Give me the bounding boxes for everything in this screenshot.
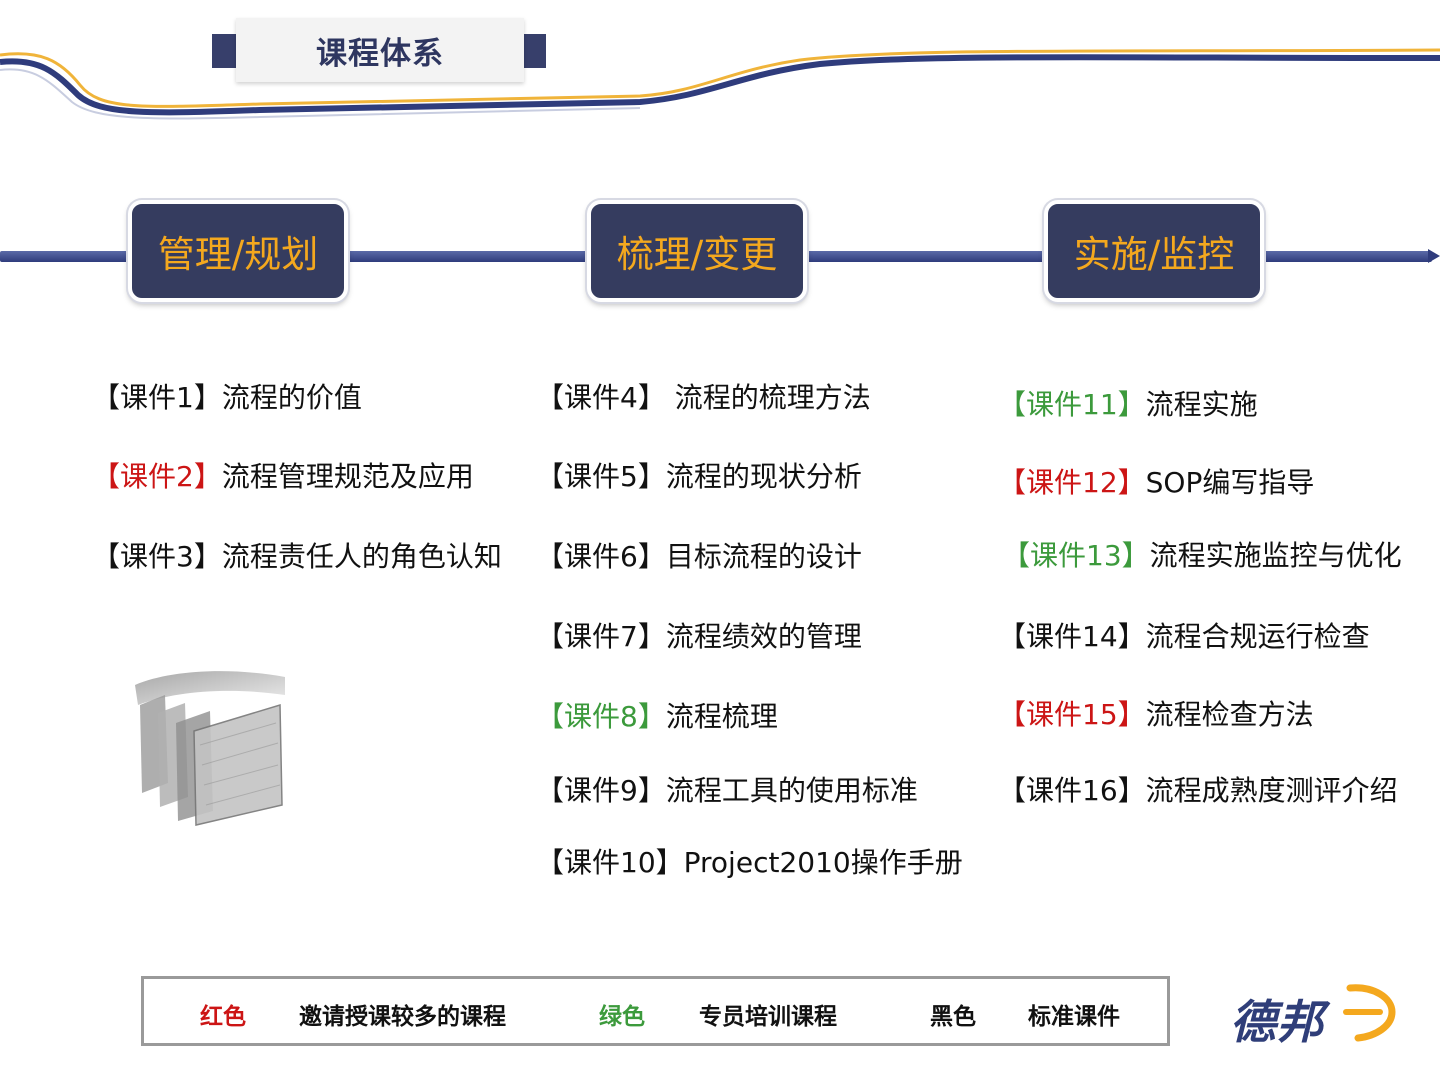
course-title: 流程实施监控与优化 <box>1149 539 1402 572</box>
course-item: 【课件12】SOP编写指导 <box>998 466 1314 500</box>
course-title: 流程成熟度测评介绍 <box>1145 774 1398 807</box>
course-item: 【课件8】流程梳理 <box>536 700 778 734</box>
legend-black-label: 黑色 <box>930 1004 976 1030</box>
course-title: SOP编写指导 <box>1145 466 1315 499</box>
legend-green-desc: 专员培训课程 <box>699 1004 837 1030</box>
course-title: 流程梳理 <box>665 700 778 733</box>
legend-green-label: 绿色 <box>599 1004 645 1030</box>
course-tag: 【课件5】 <box>536 460 666 493</box>
page-title-tab: 课程体系 <box>236 18 524 82</box>
course-title: 流程的现状分析 <box>665 460 862 493</box>
course-item: 【课件15】流程检查方法 <box>998 698 1314 732</box>
course-item: 【课件5】流程的现状分析 <box>536 460 862 494</box>
legend-box: 红色 邀请授课较多的课程 绿色 专员培训课程 黑色 标准课件 <box>141 976 1170 1046</box>
course-tag: 【课件13】 <box>1002 539 1150 572</box>
course-tag: 【课件12】 <box>998 466 1146 499</box>
course-tag: 【课件10】 <box>536 846 684 879</box>
course-item: 【课件2】流程管理规范及应用 <box>92 460 474 494</box>
course-tag: 【课件16】 <box>998 774 1146 807</box>
header-swoosh-decoration <box>0 48 1440 120</box>
legend-red-desc: 邀请授课较多的课程 <box>299 1004 506 1030</box>
course-tag: 【课件9】 <box>536 774 666 807</box>
course-item: 【课件16】流程成熟度测评介绍 <box>998 774 1398 808</box>
course-tag: 【课件7】 <box>536 620 666 653</box>
course-title: 目标流程的设计 <box>665 540 862 573</box>
course-tag: 【课件11】 <box>998 388 1146 421</box>
course-tag: 【课件15】 <box>998 698 1146 731</box>
course-title: 流程的梳理方法 <box>665 381 871 414</box>
brand-logo-text: 德邦 <box>1230 995 1324 1049</box>
course-tag: 【课件2】 <box>92 460 222 493</box>
page-title: 课程体系 <box>316 35 444 72</box>
course-title: 流程责任人的角色认知 <box>221 540 502 573</box>
course-title: 流程的价值 <box>221 381 362 414</box>
legend-black-desc: 标准课件 <box>1028 1004 1120 1030</box>
timeline-arrow-tip <box>1428 249 1440 263</box>
folders-sketch-image <box>135 671 285 826</box>
course-item: 【课件10】Project2010操作手册 <box>536 846 963 880</box>
course-item: 【课件7】流程绩效的管理 <box>536 620 862 654</box>
course-title: 流程实施 <box>1145 388 1258 421</box>
phase-label: 实施/监控 <box>1073 233 1235 276</box>
phase-label: 梳理/变更 <box>616 233 778 276</box>
course-tag: 【课件3】 <box>92 540 222 573</box>
title-tab-right-wing <box>520 34 546 68</box>
course-title: 流程检查方法 <box>1145 698 1314 731</box>
course-item: 【课件3】流程责任人的角色认知 <box>92 540 502 574</box>
course-title: 流程工具的使用标准 <box>665 774 918 807</box>
course-tag: 【课件6】 <box>536 540 666 573</box>
course-tag: 【课件8】 <box>536 700 666 733</box>
phase-box-sort-change: 梳理/变更 <box>587 200 807 302</box>
course-item: 【课件14】流程合规运行检查 <box>998 620 1370 654</box>
phase-box-implement-monitor: 实施/监控 <box>1044 200 1264 302</box>
phase-box-manage-plan: 管理/规划 <box>128 200 348 302</box>
course-item: 【课件13】流程实施监控与优化 <box>1002 539 1402 573</box>
course-item: 【课件1】流程的价值 <box>92 381 362 415</box>
phase-label: 管理/规划 <box>157 233 319 276</box>
course-tag: 【课件4】 <box>536 381 666 414</box>
course-title: Project2010操作手册 <box>683 846 963 879</box>
course-title: 流程合规运行检查 <box>1145 620 1370 653</box>
course-item: 【课件9】流程工具的使用标准 <box>536 774 918 808</box>
course-tag: 【课件1】 <box>92 381 222 414</box>
course-title: 流程管理规范及应用 <box>221 460 474 493</box>
course-item: 【课件11】流程实施 <box>998 388 1258 422</box>
course-title: 流程绩效的管理 <box>665 620 862 653</box>
course-item: 【课件4】 流程的梳理方法 <box>536 381 871 415</box>
title-tab-left-wing <box>212 34 238 68</box>
course-tag: 【课件14】 <box>998 620 1146 653</box>
brand-logo-arrow-icon <box>1343 984 1396 1042</box>
legend-red-label: 红色 <box>200 1004 246 1030</box>
course-item: 【课件6】目标流程的设计 <box>536 540 862 574</box>
